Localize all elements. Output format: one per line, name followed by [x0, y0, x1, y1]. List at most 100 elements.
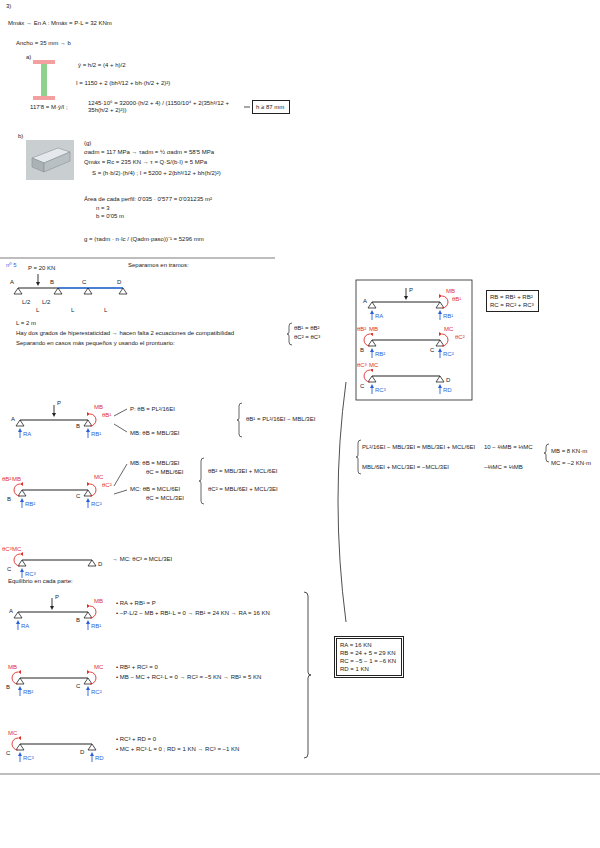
annotation: B	[6, 684, 10, 691]
annotation: Área de cada perfil: 0'035 · 0'577 = 0'0…	[84, 196, 212, 203]
annotation: P	[409, 287, 413, 294]
annotation: θC³	[357, 362, 367, 369]
annotation: σadm = 117 MPa → τadm = ½ σadm = 58'5 MP…	[84, 149, 214, 156]
annotation: B	[7, 496, 11, 503]
annotation: MB	[8, 664, 17, 671]
annotation: MB = 8 KN·m	[551, 448, 587, 455]
annotation: θC = MCL/3EI	[146, 495, 184, 502]
annotation: B	[76, 423, 80, 430]
annotation: MC	[94, 664, 103, 671]
result-text: RC = RC² + RC³	[490, 301, 534, 309]
annotation: MB: θB = MBL/3EI	[130, 460, 180, 467]
annotation: • RC³ + RD = 0	[116, 736, 156, 743]
annotation: θB² = MBL/3EI + MCL/6EI	[208, 468, 277, 475]
annotation: θB¹ = PL²/16EI − MBL/3EI	[246, 416, 315, 423]
annotation: MC	[94, 474, 103, 481]
annotation: C	[360, 383, 364, 390]
annotation: b = 0'05 m	[96, 213, 124, 220]
annotation: RC³	[23, 755, 34, 762]
annotation: S = (h·b/2)·(h/4) ; I = 5200 + 2(bh³/12 …	[92, 170, 221, 177]
annotation: θC²	[455, 334, 465, 341]
annotation: P	[57, 400, 61, 407]
result-box: h ≥ 87 mm	[252, 100, 290, 114]
result-text: h ≥ 87 mm	[256, 103, 284, 111]
annotation: L/2	[42, 299, 50, 306]
annotation: MB: θB = MBL/3EI	[130, 430, 180, 437]
annotation: MB	[446, 288, 455, 295]
annotation: D	[117, 279, 121, 286]
annotation: I = 1150 + 2 (bh³/12 + bh·(h/2 + 2)²)	[76, 80, 170, 87]
annotation: C	[76, 683, 80, 690]
annotation: Separando en casos más pequeños y usando…	[16, 340, 175, 347]
annotation: RC²	[443, 351, 454, 358]
annotation: • MB − MC + RC²·L = 0 → RC² = −5 KN → RB…	[116, 674, 261, 681]
annotation: P: θB = PL²/16EI	[130, 406, 175, 413]
annotation: RD	[443, 387, 452, 394]
annotation: → MC: θC³ = MCL/3EI	[112, 556, 172, 563]
result-text: RD = 1 KN	[340, 665, 369, 673]
annotation: θC² = θC³	[294, 334, 320, 341]
annotation: RC²	[91, 689, 102, 696]
annotation: RB²	[375, 351, 385, 358]
annotation: MBL/6EI + MCL/3EI = −MCL/3EI	[362, 464, 449, 471]
annotation: • RB² + RC² = 0	[116, 664, 158, 671]
annotation: RB²	[23, 689, 33, 696]
annotation: D	[98, 561, 102, 568]
annotation: C	[76, 493, 80, 500]
result-box: RB = RB¹ + RB²RC = RC² + RC³	[486, 290, 539, 312]
annotation: a)	[26, 54, 31, 61]
annotation: PL²/16EI − MBL/3EI = MBL/3EI + MCL/6EI	[362, 444, 475, 451]
annotation: MC	[444, 326, 453, 333]
annotation: D	[80, 749, 84, 756]
annotation: MB	[369, 326, 378, 333]
annotation: −⅔MC = ⅓MB	[484, 464, 523, 471]
annotation: θC²	[102, 482, 112, 489]
annotation: RA	[23, 431, 31, 438]
annotation: L	[36, 307, 39, 314]
annotation: Qmáx = Rc = 235 KN → τ = Q·S/(b·I) = 5 M…	[84, 159, 207, 166]
annotation: 10 − ⅔MB = ⅓MC	[484, 444, 533, 451]
annotation: MC	[8, 730, 17, 737]
annotation: ȳ = h/2 = (4 + h)/2	[78, 62, 126, 69]
annotation: A	[363, 298, 367, 305]
annotation: θB¹ = θB²	[294, 325, 320, 332]
result-text: RB = RB¹ + RB²	[490, 293, 533, 301]
annotation: L	[104, 307, 107, 314]
annotation: g = (τadm · n·Ic / (Qadm·paso))⁻¹ = 5296…	[84, 236, 204, 243]
annotation: C	[430, 347, 434, 354]
annotation: Hay dos grados de hiperestaticidad → hac…	[16, 330, 234, 337]
annotation: D	[446, 377, 450, 384]
annotation: θC³	[2, 546, 12, 553]
annotation: 3)	[6, 3, 11, 10]
annotation: RA	[375, 313, 383, 320]
annotation: Equilibrio en cada parte:	[8, 578, 73, 585]
annotation: C	[82, 279, 86, 286]
annotation: nº 5	[6, 262, 17, 269]
annotation: C	[7, 566, 11, 573]
annotation: MB	[94, 404, 103, 411]
annotation: MB	[12, 476, 21, 483]
annotation: MC	[369, 362, 378, 369]
annotation: • RA + RB¹ = P	[116, 600, 156, 607]
result-box: RA = 16 KNRB = 24 + 5 = 29 KNRC = −5 − 1…	[334, 636, 404, 678]
annotation: B	[50, 279, 54, 286]
annotation: MB	[94, 598, 103, 605]
annotation: RB¹	[91, 623, 101, 630]
annotation: θB²	[2, 476, 11, 483]
annotation: A	[9, 608, 13, 615]
annotation: B	[360, 347, 364, 354]
annotation: A	[10, 279, 14, 286]
annotation: 117'8 = M·ȳ/I ;	[30, 104, 68, 111]
annotation: L	[71, 307, 74, 314]
annotation: RB²	[25, 501, 35, 508]
annotation: B	[76, 617, 80, 624]
annotation: θC = MBL/6EI	[146, 469, 184, 476]
annotation: (g)	[84, 140, 91, 147]
annotation: L = 2 m	[16, 320, 36, 327]
annotation: RC²	[91, 501, 102, 508]
result-text: RC = −5 − 1 = −6 KN	[340, 657, 396, 665]
annotation: Ancho = 35 mm → b	[16, 40, 71, 47]
annotation: L/2	[22, 299, 30, 306]
